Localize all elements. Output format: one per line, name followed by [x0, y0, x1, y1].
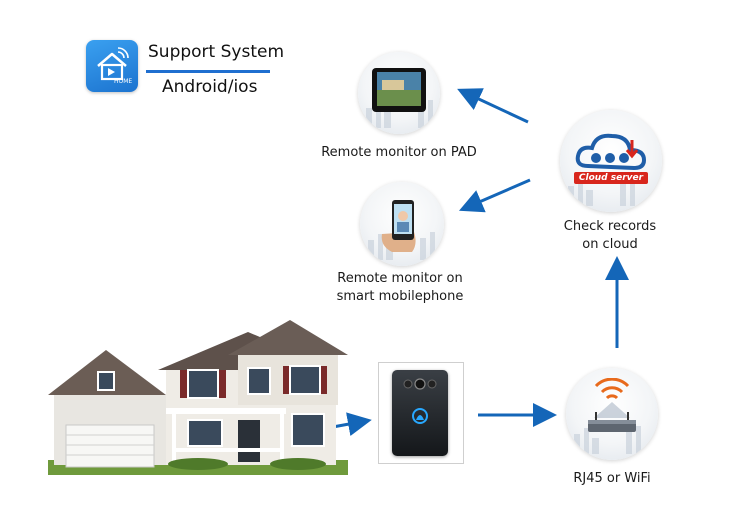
- phone-label-line2: smart mobilephone: [336, 289, 464, 304]
- cloud-server-badge: Cloud server: [574, 172, 648, 184]
- tablet-icon: [372, 68, 426, 112]
- router-node: [566, 368, 658, 460]
- wifi-router-icon: [588, 378, 636, 432]
- router-label: RJ45 or WiFi: [573, 471, 651, 486]
- video-doorbell-icon: [392, 370, 448, 456]
- smartphone-icon: [381, 200, 416, 252]
- support-title: Support System: [148, 42, 284, 62]
- arrow-cloud-to-pad: [457, 88, 529, 124]
- pad-node: [358, 52, 440, 134]
- phone-label: Remote monitor on smart mobilephone: [320, 270, 480, 306]
- arrow-cloud-to-phone: [458, 178, 531, 213]
- app-icon-text: HOME: [114, 78, 133, 85]
- pad-label: Remote monitor on PAD: [321, 145, 477, 160]
- phone-node: [360, 182, 444, 266]
- home-app-icon: [97, 47, 129, 81]
- phone-label-line1: Remote monitor on: [337, 271, 463, 286]
- support-platforms: Android/ios: [162, 77, 258, 97]
- house-icon: [48, 320, 348, 475]
- cloud-label-line1: Check records: [563, 219, 657, 234]
- title-underline: [146, 70, 270, 73]
- app-icon: HOME: [86, 40, 138, 92]
- cloud-server-icon: [575, 133, 647, 171]
- cloud-label-line2: on cloud: [582, 237, 638, 252]
- cloud-node: Cloud server: [560, 110, 662, 212]
- cloud-label: Check records on cloud: [548, 218, 672, 254]
